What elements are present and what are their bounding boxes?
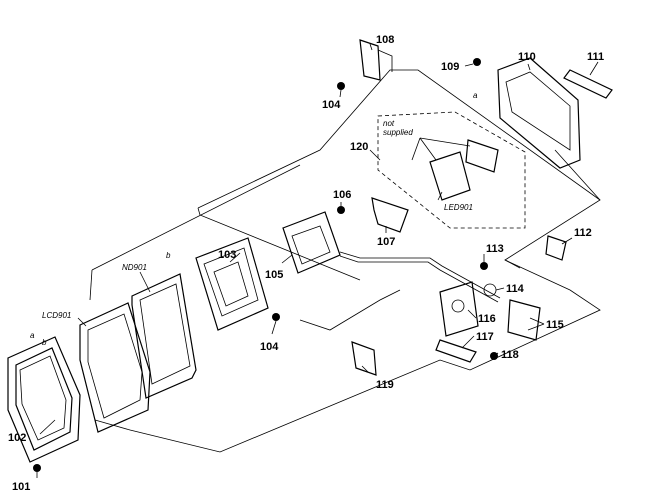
part-111-plate [563, 69, 613, 99]
label-118: 118 [501, 349, 519, 361]
label-not-supplied-line2: supplied [383, 128, 413, 137]
screw-106-icon [337, 206, 345, 214]
leader-lines [36, 43, 599, 478]
part-107-bracket [371, 197, 409, 233]
label-115: 115 [546, 319, 564, 331]
screw-113-icon [480, 262, 488, 270]
part-nd901-light-guide [131, 273, 197, 399]
boundary-lines [89, 69, 601, 453]
screw-109-icon [473, 58, 481, 66]
part-103-holder [195, 237, 269, 331]
label-101: 101 [12, 481, 30, 493]
label-103: 103 [218, 249, 236, 261]
label-not-supplied-line1: not [383, 119, 395, 128]
part-116-assembly [439, 281, 541, 341]
label-109: 109 [441, 61, 459, 73]
part-110-housing [497, 57, 581, 169]
part-lcd901-panel [79, 302, 151, 433]
label-105: 105 [265, 269, 283, 281]
part-117-bracket [435, 339, 477, 363]
label-116: 116 [478, 313, 496, 325]
screw-104a-icon [272, 313, 280, 321]
label-lcd901: LCD901 [42, 311, 71, 320]
label-119: 119 [376, 379, 394, 391]
label-107: 107 [377, 236, 395, 248]
screw-104b-icon [337, 82, 345, 90]
part-112-bracket [545, 235, 567, 261]
part-105-board [282, 211, 341, 274]
label-nd901: ND901 [122, 263, 147, 272]
mark-b-mid: b [166, 251, 171, 260]
part-number-labels: 101 102 103 104 104 105 106 107 108 109 … [8, 34, 604, 493]
screw-101-icon [33, 464, 41, 472]
mark-a-left: a [30, 331, 35, 340]
part-120-not-supplied-box [377, 111, 526, 229]
label-117: 117 [476, 331, 494, 343]
label-111: 111 [587, 51, 604, 63]
part-102-front-frame [7, 336, 81, 463]
label-114: 114 [506, 283, 525, 295]
reference-labels: LCD901 ND901 LED901 not supplied a b b a [30, 91, 478, 347]
screw-icons [33, 58, 498, 472]
label-106: 106 [333, 189, 351, 201]
label-110: 110 [518, 51, 536, 63]
mark-a-right: a [473, 91, 478, 100]
label-108: 108 [376, 34, 394, 46]
part-108-bracket [359, 39, 393, 81]
part-119-bracket [351, 341, 377, 376]
label-104-upper: 104 [322, 99, 341, 111]
label-102: 102 [8, 432, 26, 444]
label-104-lower: 104 [260, 341, 279, 353]
label-led901: LED901 [444, 203, 473, 212]
label-113: 113 [486, 243, 504, 255]
label-120: 120 [350, 141, 368, 153]
label-112: 112 [574, 227, 592, 239]
mark-b-left: b [42, 338, 47, 347]
flat-cable [299, 251, 501, 331]
